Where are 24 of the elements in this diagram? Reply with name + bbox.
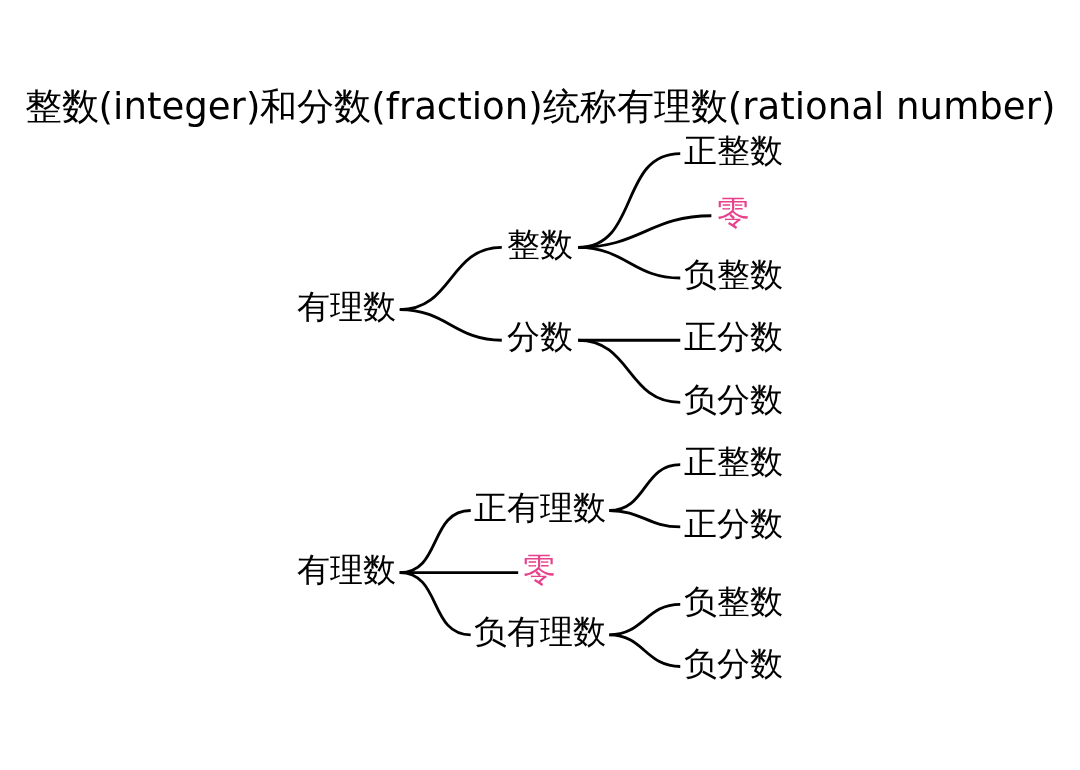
connector — [609, 602, 681, 636]
node-text: 正有理数 — [474, 488, 606, 527]
connector — [609, 462, 681, 512]
node-text: 零 — [523, 550, 557, 589]
node-text: 负整数 — [683, 582, 783, 621]
node-text: 有理数 — [297, 287, 397, 326]
node-text: 负分数 — [683, 380, 783, 419]
node-text: 负整数 — [683, 255, 783, 294]
connector — [578, 151, 681, 249]
node-text: 负有理数 — [474, 612, 606, 651]
node-text: 正整数 — [683, 131, 783, 170]
connector — [399, 245, 502, 311]
node-text: 整数 — [507, 225, 573, 264]
diagram-title: 整数(integer)和分数(fraction)统称有理数(rational number) — [24, 84, 1056, 128]
node-text: 负分数 — [683, 644, 783, 683]
node-text: 分数 — [507, 317, 573, 356]
node-text: 零 — [716, 193, 750, 232]
node-text: 正分数 — [683, 317, 783, 356]
node-text: 正分数 — [683, 504, 783, 543]
node-text: 有理数 — [297, 550, 397, 589]
node-text: 正整数 — [683, 442, 783, 481]
connector — [399, 508, 471, 574]
connector — [578, 338, 681, 342]
connector — [578, 338, 681, 404]
